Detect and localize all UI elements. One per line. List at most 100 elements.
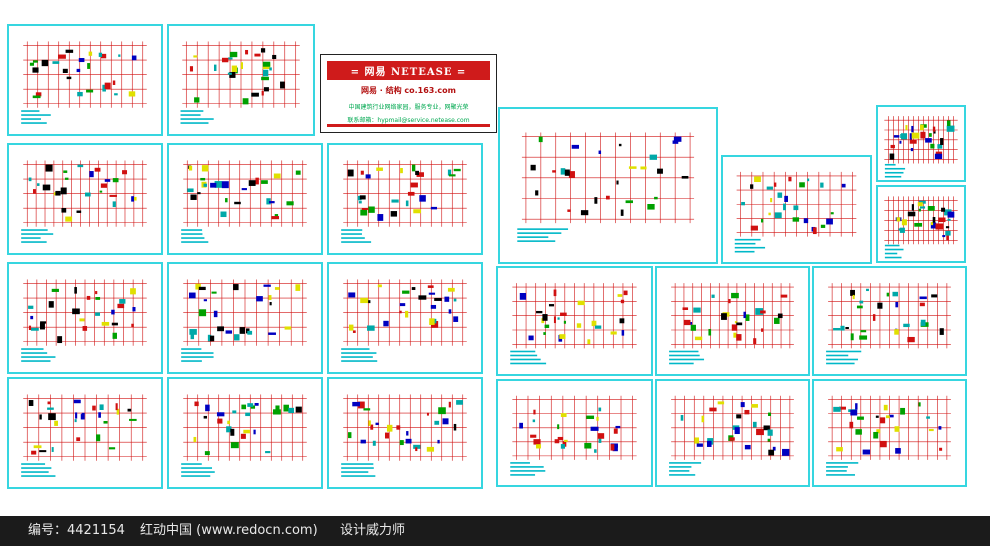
plan-mark xyxy=(247,330,253,335)
plan-mark xyxy=(717,401,725,405)
plan-mark xyxy=(243,429,250,434)
note-line xyxy=(180,110,204,112)
drawing-sheet[interactable] xyxy=(7,377,163,489)
note-line xyxy=(341,475,376,477)
note-line xyxy=(341,352,377,354)
drawing-sheet[interactable] xyxy=(7,262,163,374)
stamp-bar xyxy=(327,124,490,127)
drawing-sheet[interactable] xyxy=(167,262,323,374)
drawing-sheet[interactable] xyxy=(327,377,483,489)
plan-mark xyxy=(859,300,864,304)
drawing-sheet[interactable] xyxy=(327,262,483,374)
drawing-sheet[interactable] xyxy=(7,143,163,255)
plan-mark xyxy=(251,92,259,97)
plan-mark xyxy=(734,321,738,324)
note-line xyxy=(669,358,705,361)
plan-mark xyxy=(839,406,846,410)
plan-mark xyxy=(40,321,47,324)
drawing-sheet[interactable] xyxy=(7,24,163,136)
plan-mark xyxy=(590,426,599,431)
plan-mark xyxy=(111,309,115,315)
drawing-sheet[interactable] xyxy=(498,107,718,264)
drawing-sheet[interactable] xyxy=(496,266,653,376)
sheet-drawing-lines xyxy=(826,395,951,476)
plan-mark xyxy=(29,62,35,66)
note-line xyxy=(517,240,556,242)
plan-mark xyxy=(753,338,757,345)
plan-mark xyxy=(39,450,47,453)
plan-mark xyxy=(51,447,54,452)
note-line xyxy=(21,475,56,477)
plan-mark xyxy=(879,440,887,448)
plan-mark xyxy=(895,301,899,308)
note-line xyxy=(826,362,855,365)
drawing-sheet[interactable] xyxy=(327,143,483,255)
note-line xyxy=(884,167,906,170)
plan-mark xyxy=(405,310,409,318)
plan-mark xyxy=(447,287,455,292)
plan-mark xyxy=(845,327,849,330)
note-line xyxy=(181,463,202,465)
drawing-sheet[interactable] xyxy=(167,377,323,489)
plan-mark xyxy=(927,206,935,211)
plan-mark xyxy=(131,196,135,202)
plan-mark xyxy=(594,449,597,453)
plan-mark xyxy=(530,164,536,171)
plan-mark xyxy=(112,332,117,339)
drawing-sheet[interactable] xyxy=(167,143,323,255)
plan-mark xyxy=(942,235,946,238)
plan-mark xyxy=(850,409,858,416)
plan-mark xyxy=(783,203,786,211)
plan-mark xyxy=(744,444,751,450)
note-line xyxy=(517,236,549,238)
note-line xyxy=(669,462,702,464)
plan-mark xyxy=(54,420,58,426)
plan-mark xyxy=(535,190,539,196)
plan-mark xyxy=(72,308,80,315)
drawing-sheet[interactable] xyxy=(721,155,872,264)
plan-mark xyxy=(763,425,770,431)
plan-mark xyxy=(768,412,771,417)
plan-mark xyxy=(203,299,207,302)
drawing-sheet[interactable] xyxy=(655,266,810,376)
plan-mark xyxy=(77,164,84,168)
plan-mark xyxy=(938,426,942,430)
footer-id: 编号：4421154 xyxy=(28,523,125,538)
plan-mark xyxy=(768,212,771,216)
plan-mark xyxy=(694,336,703,341)
plan-mark xyxy=(214,181,223,188)
drawing-sheet[interactable] xyxy=(167,24,315,136)
plan-mark xyxy=(240,433,246,439)
plan-mark xyxy=(914,222,923,227)
plan-mark xyxy=(767,429,773,436)
drawing-sheet[interactable] xyxy=(655,379,810,487)
plan-mark xyxy=(62,68,68,74)
plan-mark xyxy=(919,296,927,300)
note-line xyxy=(826,358,859,361)
drawing-sheet[interactable] xyxy=(812,379,967,487)
plan-mark xyxy=(205,404,210,412)
plan-mark xyxy=(427,285,434,288)
plan-mark xyxy=(101,321,110,326)
plan-mark xyxy=(266,198,271,205)
plan-mark xyxy=(736,334,742,341)
footer-site[interactable]: 红动中国 (www.redocn.com) xyxy=(140,523,318,538)
plan-mark xyxy=(519,422,524,429)
drawing-sheet[interactable] xyxy=(876,185,966,263)
plan-mark xyxy=(84,192,91,197)
plan-mark xyxy=(877,302,883,309)
drawing-sheet[interactable] xyxy=(876,105,966,182)
note-line xyxy=(341,463,374,465)
plan-mark xyxy=(33,445,42,449)
plan-mark xyxy=(47,407,54,410)
plan-mark xyxy=(118,54,121,57)
plan-mark xyxy=(261,76,269,81)
drawing-sheet[interactable] xyxy=(496,379,653,487)
plan-mark xyxy=(931,294,938,298)
drawing-sheet[interactable] xyxy=(812,266,967,376)
plan-mark xyxy=(65,216,73,222)
plan-mark xyxy=(894,329,899,335)
plan-mark xyxy=(618,143,622,147)
plan-mark xyxy=(803,218,809,224)
plan-mark xyxy=(112,178,119,183)
